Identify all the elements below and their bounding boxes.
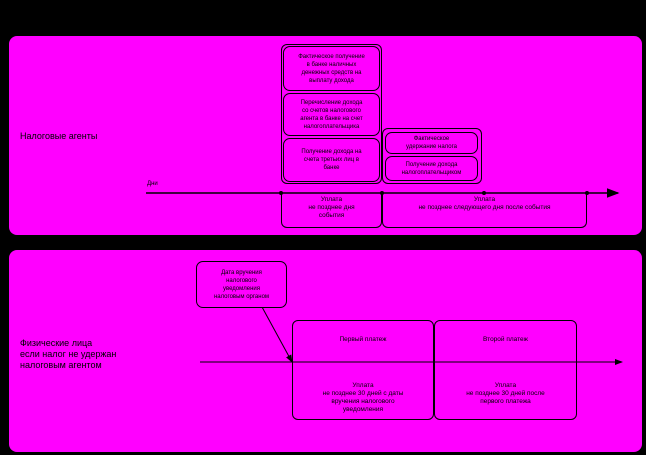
tax-agents-label: Налоговые агенты xyxy=(20,131,98,141)
notice-date-box: Дата вручения налогового уведомления нал… xyxy=(196,261,287,308)
later-events-frame xyxy=(382,128,482,184)
individuals-panel xyxy=(9,250,642,452)
event-income-received: Получение дохода налогоплательщиком xyxy=(385,156,478,181)
second-payment-title: Второй платеж xyxy=(483,336,528,343)
event-tax-withheld: Фактическое удержание налога xyxy=(385,132,478,154)
individuals-label: Физические лица если налог не удержан на… xyxy=(20,338,117,370)
event-group-frame xyxy=(281,44,382,184)
days-axis-label: Дни xyxy=(147,181,158,187)
payment1-frame xyxy=(281,193,382,228)
notice-arrow xyxy=(261,306,293,363)
second-payment-due: Уплата не позднее 30 дней после первого … xyxy=(466,382,545,405)
payment-same-day: Уплата не позднее дня события xyxy=(308,196,355,219)
event-third-party-account: Получение дохода на счета третьих лиц в … xyxy=(283,138,380,182)
event-transfer-to-account: Перечисление дохода со счетов налогового… xyxy=(283,93,380,136)
first-payment-due: Уплата не позднее 30 дней с даты вручени… xyxy=(322,382,404,413)
first-payment-frame xyxy=(292,320,434,420)
first-payment-title: Первый платеж xyxy=(339,336,387,343)
payment-next-day: Уплата не позднее следующего дня после с… xyxy=(418,196,551,211)
second-payment-frame xyxy=(434,320,577,420)
event-cash-received: Фактическое получение в банке наличных д… xyxy=(283,46,380,91)
payment2-frame xyxy=(382,193,587,228)
axis-tick-3 xyxy=(482,191,486,195)
